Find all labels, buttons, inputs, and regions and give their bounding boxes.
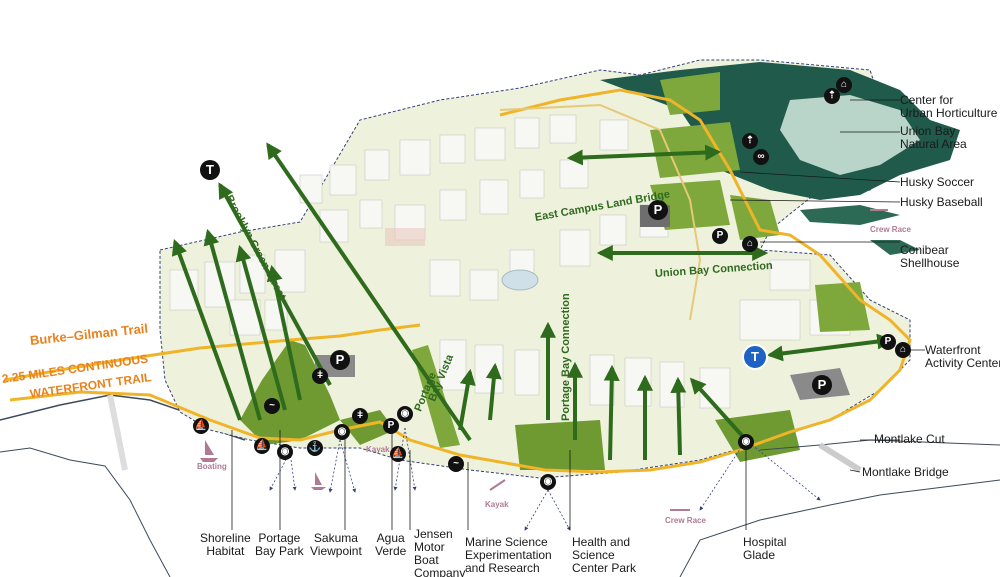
waterfront-activity-center-label: Waterfront Activity Center (925, 344, 1000, 370)
leader-lines (231, 99, 925, 530)
conibear-line-1: Conibear (900, 243, 949, 257)
boating-label: Boating (197, 462, 227, 471)
sail-icons (200, 209, 888, 511)
south-shore-outline (679, 479, 1000, 577)
portage-park-line-2: Bay Park (255, 544, 304, 558)
agua-line-2: Verde (375, 544, 407, 558)
parking-small-icon: P (880, 334, 896, 350)
montlake-cut-label: Montlake Cut (874, 432, 945, 446)
boathouse-icon: ⌂ (742, 236, 758, 252)
camera-icon: ◉ (334, 424, 350, 440)
camera-icon: ◉ (738, 434, 754, 450)
marine-line-1: Marine Science (465, 535, 548, 549)
portage-park-line-1: Portage (258, 531, 301, 545)
shoreline-line-2: Habitat (206, 544, 245, 558)
sail-icon: ⛵ (254, 438, 270, 454)
camera-icon: ◉ (397, 406, 413, 422)
soccer-field (650, 122, 740, 178)
hospital-glade-green (715, 410, 800, 462)
kayak-label: Kayak (366, 445, 390, 454)
jensen-line-1: Jensen (414, 527, 453, 541)
horticulture-line-2: Urban Horticulture (900, 106, 998, 120)
agua-line-1: Agua (376, 531, 405, 545)
husky-soccer-label: Husky Soccer (900, 175, 975, 189)
kayak-label: Kayak (485, 500, 509, 509)
camera-icon: ◉ (277, 444, 293, 460)
health-science-park-label: Health and Science Center Park (572, 536, 636, 575)
health-park-green (515, 420, 605, 470)
health-line-3: Center Park (572, 561, 637, 575)
waterfront-center-line-2: Activity Center (925, 356, 1000, 370)
wetland-lighter (780, 95, 920, 175)
shoreline-habitat-label: Shoreline Habitat (200, 532, 251, 558)
health-line-2: Science (572, 548, 615, 562)
horticulture-label: Center for Urban Horticulture (900, 94, 997, 120)
hospital-line-2: Glade (743, 548, 776, 562)
agua-verde-label: Agua Verde (375, 532, 406, 558)
shoreline-line-1: Shoreline (200, 531, 251, 545)
jensen-line-2: Motor (414, 540, 445, 554)
central-quad (501, 269, 539, 291)
red-square (385, 228, 425, 246)
marine-line-2: Experimentation (465, 548, 552, 562)
jensen-line-4: Company (414, 566, 466, 577)
camera-icon: ◉ (540, 474, 556, 490)
boathouse-icon: ⌂ (895, 342, 911, 358)
natural-area-line-1: Union Bay (900, 124, 956, 138)
binoculars-icon: ∞ (753, 149, 769, 165)
natural-area-label: Union Bay Natural Area (900, 125, 967, 151)
light-rail-icon: T (742, 344, 768, 370)
portage-bay-park-label: Portage Bay Park (255, 532, 304, 558)
hospital-line-1: Hospital (743, 535, 787, 549)
stadium-field (815, 282, 870, 332)
horticulture-icon: ⌂ (836, 77, 852, 93)
health-line-1: Health and (572, 535, 631, 549)
walk-icon: ⇡ (824, 88, 840, 104)
kayak-icon: ~ (448, 456, 464, 472)
hospital-glade-label: Hospital Glade (743, 536, 786, 562)
wetland-marsh-2 (870, 240, 920, 255)
sail-icon: ⛵ (390, 446, 406, 462)
swim-icon: ~ (264, 398, 280, 414)
marine-line-3: and Research (465, 561, 540, 575)
university-bridge (107, 394, 128, 471)
jensen-line-3: Boat (414, 553, 439, 567)
crew-race-label: Crew Race (665, 516, 706, 525)
sakuma-line-1: Sakuma (313, 531, 358, 545)
natural-area-line-2: Natural Area (900, 137, 967, 151)
montlake-bridge-label: Montlake Bridge (862, 465, 949, 479)
parking-icon-west: P (330, 350, 350, 370)
wetland-marsh (800, 205, 900, 225)
parking-icon-south: P (812, 375, 832, 395)
parking-small-icon: P (383, 418, 399, 434)
north-shore-outline (0, 447, 171, 577)
transit-station-icon: T (200, 160, 220, 180)
walk-icon: ⇡ (742, 133, 758, 149)
parking-small-icon: P (712, 228, 728, 244)
conibear-line-2: Shellhouse (900, 256, 960, 270)
sakuma-viewpoint-label: Sakuma Viewpoint (310, 532, 362, 558)
montlake-cut-shore (759, 439, 1000, 451)
dining-icon: ǂ (352, 408, 368, 424)
husky-baseball-label: Husky Baseball (900, 195, 983, 209)
connection-arrows (171, 142, 894, 461)
anchor-icon: ⚓ (307, 440, 323, 456)
jensen-label: Jensen Motor Boat Company (414, 528, 465, 577)
waterfront-center-line-1: Waterfront (925, 343, 981, 357)
conibear-label: Conibear Shellhouse (900, 244, 959, 270)
dining-icon: ǂ (312, 368, 328, 384)
portage-bay-connection-label: Portage Bay Connection (560, 293, 572, 421)
burke-gilman-line (4, 323, 421, 382)
montlake-bridge-line (818, 442, 862, 473)
marine-science-label: Marine Science Experimentation and Resea… (465, 536, 552, 575)
crew-race-label: Crew Race (870, 225, 911, 234)
sakuma-line-2: Viewpoint (310, 544, 362, 558)
parking-icon-east: P (648, 200, 668, 220)
horticulture-line-1: Center for (900, 93, 954, 107)
sail-icon: ⛵ (193, 418, 209, 434)
waterfront-trail-line (9, 88, 912, 474)
